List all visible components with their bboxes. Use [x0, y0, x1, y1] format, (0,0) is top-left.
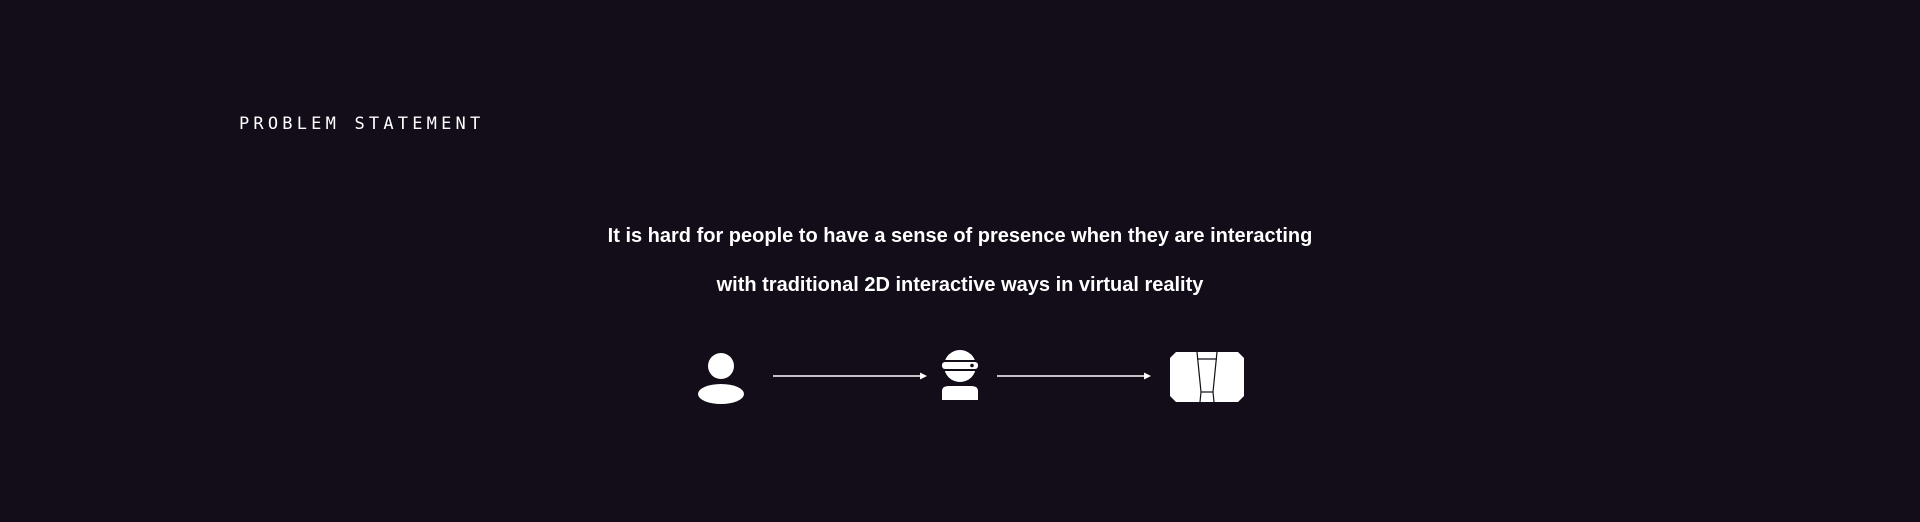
vr-screen-icon [1170, 352, 1244, 402]
arrow-2 [997, 372, 1151, 380]
statement-line-2: with traditional 2D interactive ways in … [716, 274, 1204, 296]
arrow-1 [773, 372, 927, 380]
statement-line-1: It is hard for people to have a sense of… [607, 225, 1313, 247]
vr-headset-user-icon [940, 350, 980, 400]
person-icon [698, 353, 744, 404]
section-label: PROBLEM STATEMENT [239, 114, 485, 134]
